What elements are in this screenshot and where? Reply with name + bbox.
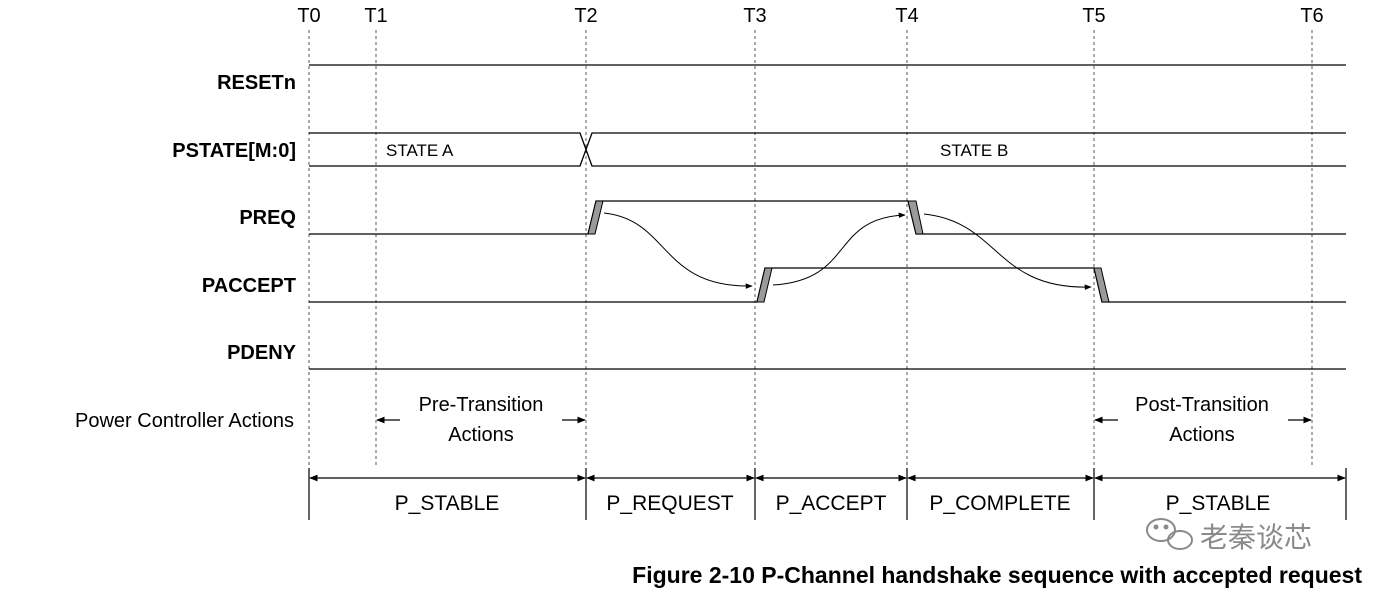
- time-marker-t4: T4: [895, 5, 918, 27]
- watermark-text: 老秦谈芯: [1200, 521, 1312, 554]
- post-transition-label-bg: [1118, 392, 1288, 450]
- waveform-pstate: [309, 132, 1346, 167]
- pstate-value-after: STATE B: [940, 141, 1008, 160]
- waveform-paccept: [309, 267, 1346, 303]
- waveform-preq: [309, 200, 1346, 235]
- pstate-value-before: STATE A: [386, 141, 454, 160]
- post-transition-line1: Post-Transition: [1135, 394, 1269, 416]
- arrow-paccept-to-preq: [772, 212, 906, 286]
- preq-falling-edge: [907, 200, 924, 235]
- phase-label-p-stable-1: P_STABLE: [395, 492, 500, 515]
- paccept-falling-edge: [1093, 267, 1110, 303]
- figure-caption: Figure 2-10 P-Channel handshake sequence…: [632, 562, 1362, 588]
- time-marker-t3: T3: [743, 5, 766, 27]
- phase-label-p-request: P_REQUEST: [606, 492, 733, 515]
- post-transition-line2: Actions: [1169, 424, 1235, 446]
- preq-rising-edge: [587, 200, 604, 235]
- watermark: 老秦谈芯: [1146, 518, 1312, 554]
- time-marker-t1: T1: [364, 5, 387, 27]
- wechat-icon: [1146, 518, 1193, 550]
- time-marker-t5: T5: [1082, 5, 1105, 27]
- signal-label-pstate: PSTATE[M:0]: [172, 140, 296, 162]
- phase-label-p-complete: P_COMPLETE: [929, 492, 1070, 515]
- paccept-rising-edge: [756, 267, 773, 303]
- time-guides: [308, 30, 1313, 468]
- power-controller-label: Power Controller Actions: [75, 410, 294, 432]
- arrow-preq-to-paccept: [603, 212, 753, 289]
- time-marker-t6: T6: [1300, 5, 1323, 27]
- pre-transition-line2: Actions: [448, 424, 514, 446]
- phase-ticks: [308, 468, 1347, 520]
- signal-label-paccept: PACCEPT: [202, 275, 296, 297]
- time-marker-t2: T2: [574, 5, 597, 27]
- time-marker-t0: T0: [297, 5, 320, 27]
- signal-label-preq: PREQ: [239, 207, 296, 229]
- signal-label-resetn: RESETn: [217, 72, 296, 94]
- pre-transition-line1: Pre-Transition: [419, 394, 544, 416]
- phase-label-p-accept: P_ACCEPT: [776, 492, 887, 515]
- arrow-preq-to-paccept-deassert: [923, 213, 1092, 290]
- signal-label-pdeny: PDENY: [227, 342, 297, 364]
- pre-transition-label-bg: [400, 392, 562, 450]
- phase-label-p-stable-2: P_STABLE: [1166, 492, 1271, 515]
